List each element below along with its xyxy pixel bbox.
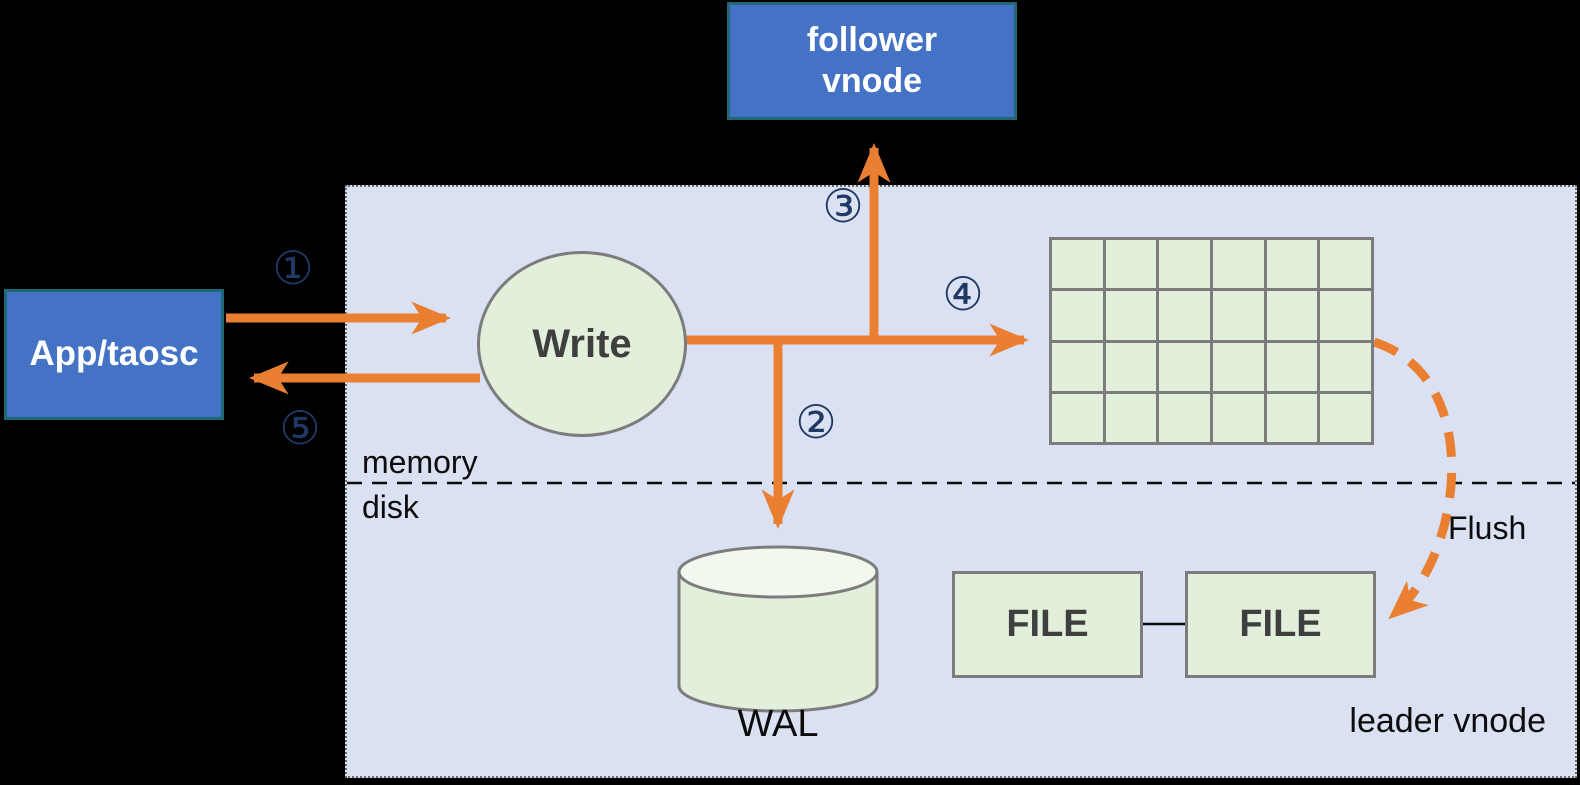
memtable-grid (1049, 237, 1374, 445)
memtable-cell (1266, 393, 1318, 442)
disk-label: disk (362, 489, 419, 525)
step-1-badge: ① (272, 241, 314, 295)
memtable-cell (1320, 342, 1371, 391)
step-3-badge: ③ (822, 179, 864, 233)
step-4-badge: ④ (942, 267, 984, 321)
memtable-cell (1266, 291, 1318, 340)
leader-vnode-label: leader vnode (1349, 702, 1546, 740)
memtable-cell (1213, 240, 1264, 289)
memtable-cell (1052, 342, 1103, 391)
flush-label: Flush (1448, 510, 1527, 546)
file-box-left: FILE (952, 571, 1143, 678)
memory-label: memory (362, 444, 478, 480)
memtable-cell (1159, 240, 1210, 289)
memtable-cell (1266, 342, 1318, 391)
memtable-cell (1105, 240, 1157, 289)
memtable-cell (1159, 342, 1210, 391)
memtable-cell (1052, 240, 1103, 289)
memtable-cell (1213, 393, 1264, 442)
step-5-badge: ⑤ (279, 401, 321, 455)
memtable-cell (1105, 342, 1157, 391)
write-process-circle: Write (477, 251, 687, 437)
memtable-cell (1320, 240, 1371, 289)
memtable-cell (1213, 291, 1264, 340)
memtable-cell (1320, 291, 1371, 340)
memtable-cell (1320, 393, 1371, 442)
memtable-cell (1105, 393, 1157, 442)
file-box-right: FILE (1185, 571, 1376, 678)
memtable-cell (1052, 393, 1103, 442)
wal-label: WAL (737, 703, 819, 745)
step-2-badge: ② (795, 395, 837, 449)
memtable-cell (1266, 240, 1318, 289)
memtable-cell (1213, 342, 1264, 391)
memtable-cell (1159, 393, 1210, 442)
memtable-cell (1052, 291, 1103, 340)
memtable-cell (1159, 291, 1210, 340)
memtable-cell (1105, 291, 1157, 340)
app-taosc-box: App/taosc (4, 289, 224, 420)
follower-vnode-box: follower vnode (727, 2, 1017, 120)
